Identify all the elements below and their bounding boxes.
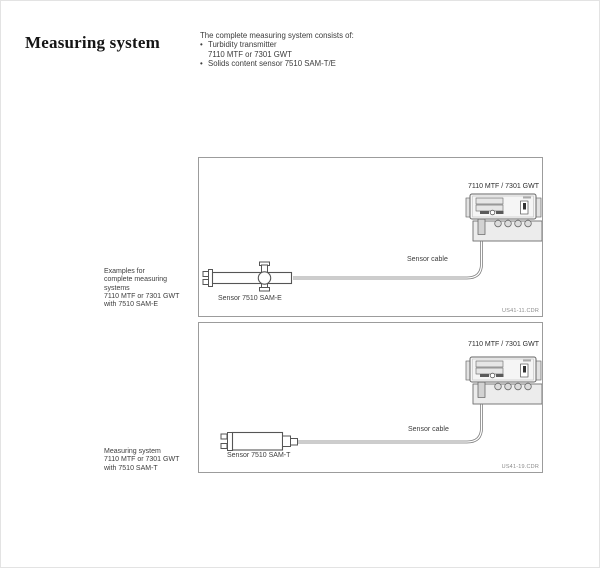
brand-logo: [480, 372, 504, 379]
sensor-tip: [290, 438, 298, 446]
page-title: Measuring system: [25, 33, 160, 52]
diagram-sam-e-drawing: [202, 193, 542, 292]
diagram-sam-t-drawing: [220, 356, 542, 451]
sensor-body: [211, 271, 293, 285]
cable-label: Sensor cable: [408, 426, 449, 433]
side-note-line: complete measuring: [104, 276, 168, 284]
cable-glands: [494, 382, 532, 391]
sensor-body: [231, 431, 284, 451]
sensor-label: Sensor 7510 SAM-T: [227, 452, 291, 459]
sensor-connector: [202, 271, 209, 277]
power-switch-toggle: [523, 203, 526, 210]
display-row-2: [475, 367, 504, 375]
sensor-label: Sensor 7510 SAM-E: [218, 295, 282, 302]
display-row-2: [475, 204, 504, 212]
side-note-line: Measuring system: [104, 448, 161, 455]
sensor-cable: [293, 234, 483, 280]
type-code-mark: [523, 359, 531, 362]
sensor-end-plate: [208, 269, 213, 287]
side-note-line: Examples for: [104, 268, 145, 275]
device-label: 7110 MTF / 7301 GWT: [467, 341, 539, 348]
file-reference: US41-11.CDR: [502, 308, 539, 314]
sensor-neck: [282, 435, 291, 447]
display-row-1: [475, 197, 504, 205]
fitting-ball-valve: [257, 271, 272, 285]
sensor-sam-t: [220, 431, 298, 451]
sensor-end-plate: [227, 432, 233, 451]
sensor-cable-gland: [477, 380, 486, 398]
sensor-connector: [202, 279, 209, 285]
intro-text: The complete measuring system consists o…: [200, 31, 354, 69]
bullet-icon: [200, 40, 208, 49]
diagram-sam-e: 7110 MTF / 7301 GWT Sensor cable Sensor …: [198, 157, 543, 317]
diagram-sam-t: 7110 MTF / 7301 GWT Sensor cable Sensor …: [198, 322, 543, 473]
intro-bullet-1-sub: 7110 MTF or 7301 GWT: [208, 49, 292, 59]
side-note-line: 7110 MTF or 7301 GWT: [104, 456, 180, 464]
side-note-sam-t: Measuring system 7110 MTF or 7301 GWT wi…: [104, 448, 179, 473]
sensor-sam-e: [202, 261, 293, 292]
sensor-connector: [220, 433, 228, 440]
transmitter-device: [465, 356, 542, 405]
device-label: 7110 MTF / 7301 GWT: [467, 183, 539, 190]
side-note-line: 7110 MTF or 7301 GWT: [104, 292, 180, 300]
side-note-line: systems: [104, 284, 130, 292]
intro-heading: The complete measuring system consists o…: [200, 31, 354, 40]
sensor-cable: [297, 397, 483, 444]
display-row-1: [475, 360, 504, 368]
file-reference: US41-19.CDR: [501, 464, 539, 470]
type-code-mark: [523, 196, 531, 199]
intro-bullet-2-text: Solids content sensor 7510 SAM-T/E: [208, 59, 336, 69]
sensor-connector: [220, 443, 228, 449]
cable-label: Sensor cable: [407, 256, 448, 263]
intro-bullet-1: Turbidity transmitter: [200, 40, 354, 49]
sensor-cable-gland: [477, 217, 486, 235]
side-note-line: with 7510 SAM-T: [104, 464, 158, 472]
intro-bullet-2: Solids content sensor 7510 SAM-T/E: [200, 59, 354, 68]
brand-logo: [480, 209, 504, 216]
side-note-line: with 7510 SAM-E: [104, 301, 159, 309]
power-switch-toggle: [523, 366, 526, 373]
fitting-cap-bottom: [259, 287, 270, 292]
transmitter-device: [465, 193, 542, 242]
cable-glands: [494, 219, 532, 228]
bullet-icon: [200, 59, 208, 68]
side-note-sam-e: Examples for complete measuring systems …: [104, 268, 179, 309]
intro-bullet-1-text: Turbidity transmitter: [208, 40, 277, 50]
